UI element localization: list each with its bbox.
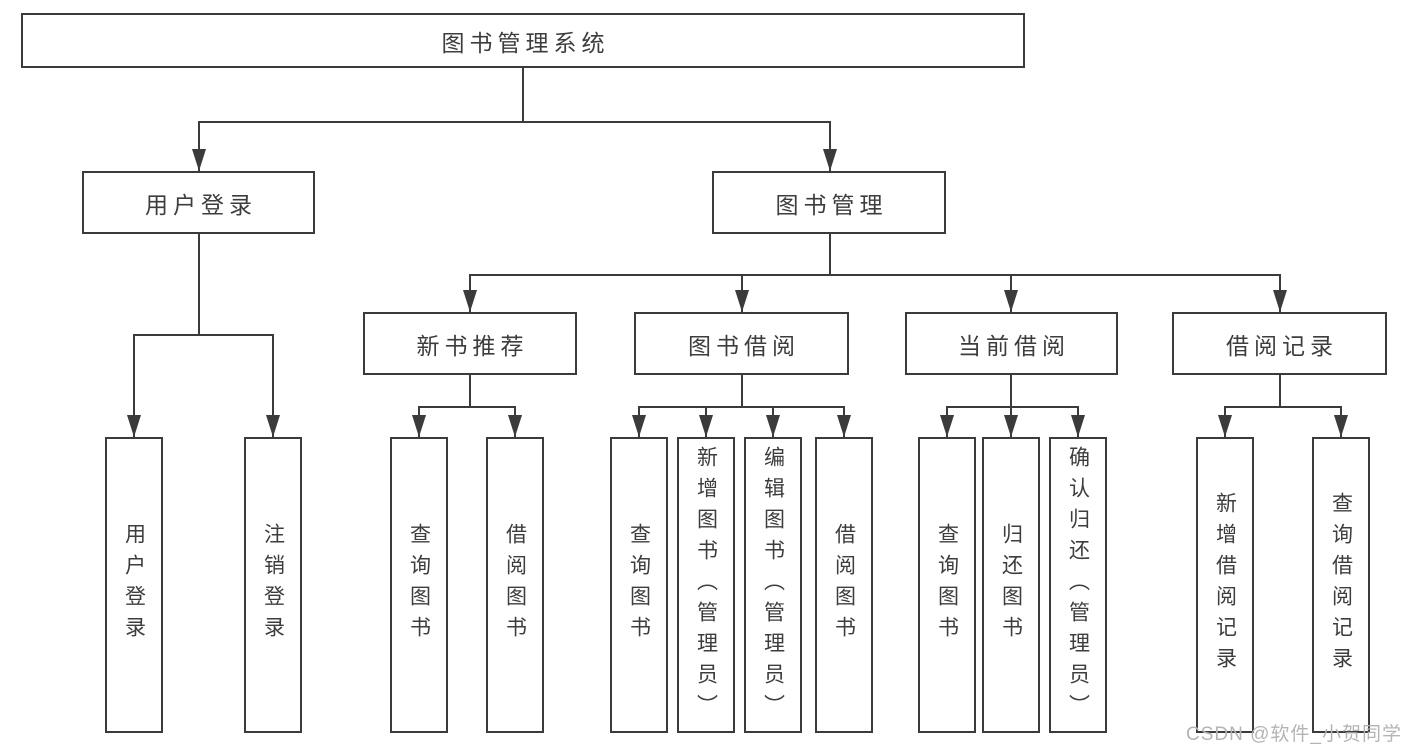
arrow-to-borrow-edit <box>771 407 775 437</box>
leaf-records-add-record: 新增借阅记录 <box>1196 437 1254 733</box>
leaf-borrow-add-book-admin: 新增图书（管理员） <box>677 437 735 733</box>
node-book-borrow: 图书借阅 <box>634 312 849 375</box>
leaf-current-return-book: 归还图书 <box>982 437 1040 733</box>
connector-newbook-hline <box>417 405 517 409</box>
leaf-logout: 注销登录 <box>244 437 302 733</box>
arrow-to-current-return <box>1009 407 1013 437</box>
leaf-records-query-record: 查询借阅记录 <box>1312 437 1370 733</box>
node-current-borrow: 当前借阅 <box>905 312 1118 375</box>
connector-user-login-hline <box>132 333 275 337</box>
arrow-to-current-query <box>945 407 949 437</box>
connector-book-mgmt-hline <box>468 273 1282 277</box>
connector-user-login-stub <box>197 234 201 335</box>
leaf-current-query-book: 查询图书 <box>918 437 976 733</box>
connector-newbook-stub <box>468 375 472 407</box>
connector-current-hline <box>945 405 1080 409</box>
arrow-to-borrow-add <box>704 407 708 437</box>
arrow-to-book-management <box>828 122 832 171</box>
leaf-current-confirm-return-admin: 确认归还（管理员） <box>1049 437 1107 733</box>
leaf-user-login: 用户登录 <box>105 437 163 733</box>
arrow-to-new-book-recommend <box>468 275 472 312</box>
csdn-watermark: CSDN @软件_小贺同学 <box>1186 724 1402 745</box>
leaf-newbook-borrow-book: 借阅图书 <box>486 437 544 733</box>
arrow-to-current-confirm <box>1076 407 1080 437</box>
connector-borrow-hline <box>637 405 846 409</box>
connector-records-stub <box>1278 375 1282 407</box>
arrow-to-newbook-query <box>417 407 421 437</box>
connector-current-stub <box>1009 375 1013 407</box>
leaf-borrow-borrow-book: 借阅图书 <box>815 437 873 733</box>
node-borrow-records: 借阅记录 <box>1172 312 1387 375</box>
arrow-to-leaf-logout <box>271 335 275 437</box>
arrow-to-borrow-records <box>1278 275 1282 312</box>
connector-book-mgmt-stub <box>828 234 832 275</box>
connector-root-stub <box>521 68 525 122</box>
arrow-to-newbook-borrow <box>513 407 517 437</box>
arrow-to-user-login <box>197 122 201 171</box>
leaf-newbook-query-book: 查询图书 <box>390 437 448 733</box>
arrow-to-current-borrow <box>1009 275 1013 312</box>
arrow-to-records-query <box>1339 407 1343 437</box>
arrow-to-book-borrow <box>740 275 744 312</box>
leaf-borrow-edit-book-admin: 编辑图书（管理员） <box>744 437 802 733</box>
connector-root-hline <box>197 120 832 124</box>
connector-records-hline <box>1223 405 1343 409</box>
node-book-management: 图书管理 <box>712 171 946 234</box>
arrow-to-borrow-borrow <box>842 407 846 437</box>
node-user-login: 用户登录 <box>82 171 315 234</box>
leaf-borrow-query-book: 查询图书 <box>610 437 668 733</box>
arrow-to-borrow-query <box>637 407 641 437</box>
connector-borrow-stub <box>740 375 744 407</box>
arrow-to-leaf-login <box>132 335 136 437</box>
arrow-to-records-add <box>1223 407 1227 437</box>
node-new-book-recommend: 新书推荐 <box>363 312 577 375</box>
node-root-library-system: 图书管理系统 <box>21 13 1025 68</box>
